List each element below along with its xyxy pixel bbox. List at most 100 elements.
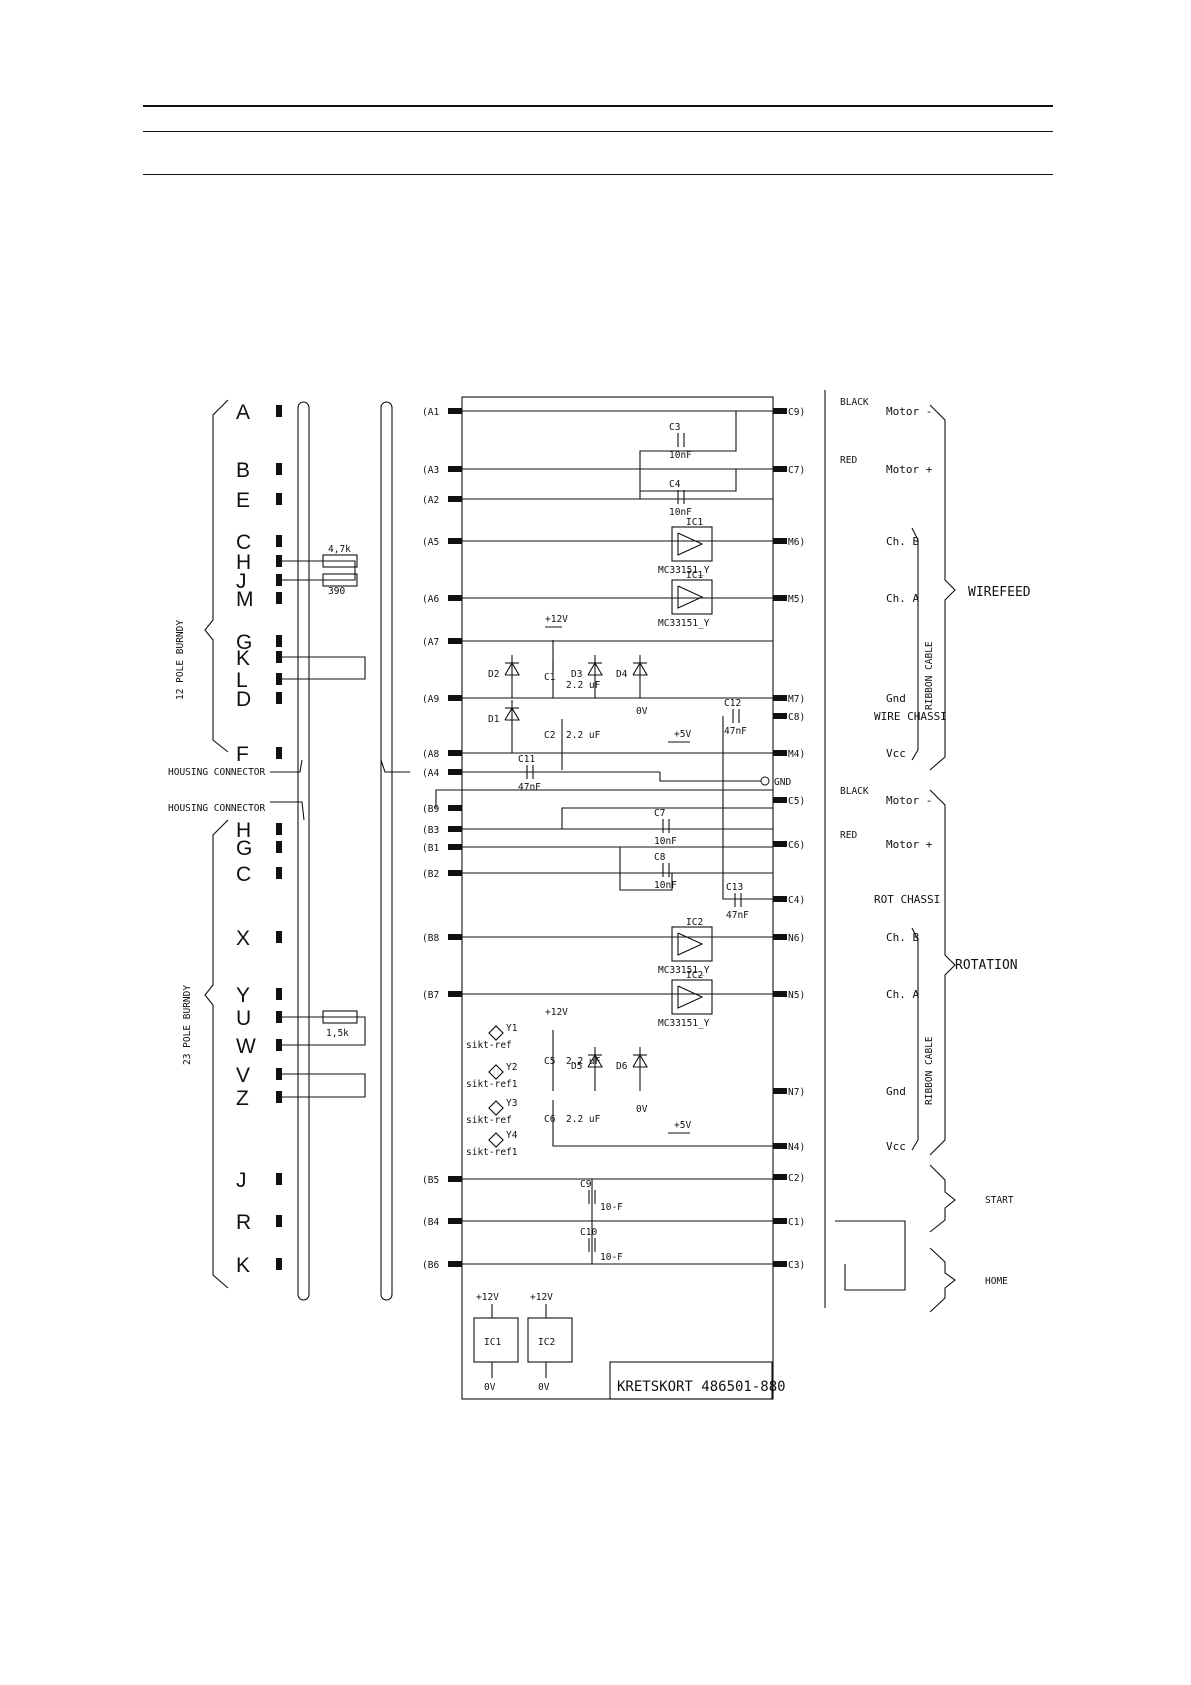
pin-label-m: M: [236, 588, 254, 611]
resistor-r2-value: 390: [328, 586, 345, 597]
signal-label: Motor -: [886, 405, 932, 418]
diode-d6-body: [632, 1053, 648, 1068]
connector-label: N5): [788, 990, 805, 1001]
c12-c13-link: [722, 716, 773, 900]
board-pad: [448, 695, 462, 701]
connector-label: (A6: [422, 594, 439, 605]
group-label-12pole: 12 POLE BURNDY: [175, 620, 186, 700]
ic1-b-part: MC33151_Y: [658, 618, 710, 629]
capacitor-c11-value: 47nF: [518, 782, 541, 793]
capacitor-c4-label: C4: [669, 479, 681, 490]
ic1-b-symbol: [677, 585, 704, 609]
signal-label: Motor -: [886, 794, 932, 807]
group-label-ribbon-1: RIBBON CABLE: [924, 641, 935, 710]
resistor-r1-value: 4,7k: [328, 544, 351, 555]
diode-d1-label: D1: [488, 714, 500, 725]
connector-label: C1): [788, 1217, 805, 1228]
connector-label: M7): [788, 694, 805, 705]
bracket-rotation: [929, 789, 956, 1156]
group-label-rotation: ROTATION: [955, 958, 1018, 973]
pin-label-j: J: [236, 570, 247, 593]
circuit-board-outline: [461, 396, 774, 1400]
connector-label: C9): [788, 407, 805, 418]
pin-terminal: [276, 673, 282, 685]
ic-power-block-2-zero: 0V: [538, 1382, 550, 1393]
board-pad: [773, 934, 787, 940]
signal-label: Motor +: [886, 838, 933, 851]
capacitor-c3-value: 10nF: [669, 450, 692, 461]
pin-terminal: [276, 535, 282, 547]
capacitor-c5-label: C5: [544, 1056, 555, 1067]
resistor-r3: [322, 1010, 358, 1024]
board-pad: [448, 870, 462, 876]
capacitor-c13-value: 47nF: [726, 910, 749, 921]
test-point-y3-ref: sikt-ref: [466, 1115, 512, 1126]
diode-d5-body: [587, 1053, 603, 1068]
pin-label-v: V: [236, 1064, 250, 1087]
signal-label: Ch. B: [886, 931, 919, 944]
test-point-y2-label: Y2: [506, 1062, 517, 1073]
bracket-23pole: [204, 819, 229, 1289]
pin-terminal: [276, 555, 282, 567]
board-pad: [448, 1261, 462, 1267]
pin-terminal: [276, 1039, 282, 1051]
connector-label: (A8: [422, 749, 439, 760]
signal-label: Gnd: [886, 692, 906, 705]
pin-label-k: K: [236, 1254, 250, 1277]
signal-label: Vcc: [886, 747, 906, 760]
connector-label: (B6: [422, 1260, 439, 1271]
bracket-ribbon-1: [911, 527, 919, 761]
ic2-b-symbol: [677, 985, 704, 1009]
ic-power-block-1-zero: 0V: [484, 1382, 496, 1393]
pin-terminal: [276, 1258, 282, 1270]
test-point-y3: [488, 1100, 504, 1116]
board-pad: [448, 750, 462, 756]
ic1-a-part: MC33151_Y: [658, 565, 710, 576]
pin-label-r: R: [236, 1211, 251, 1234]
signal-label: Motor +: [886, 463, 933, 476]
board-label: KRETSKORT 486501-880: [617, 1379, 786, 1395]
b3-link: [561, 807, 773, 829]
housing-connector-label: HOUSING CONNECTOR: [168, 803, 266, 814]
pin-label-h: H: [236, 551, 251, 574]
zero-v-label-2: 0V: [636, 1104, 648, 1115]
ic-power-block-1-label: IC1: [484, 1337, 501, 1348]
capacitor-c7-value: 10nF: [654, 836, 677, 847]
ic2-b-label: IC2: [686, 970, 703, 981]
board-pad: [773, 595, 787, 601]
capacitor-c2-value: 2.2 uF: [566, 730, 601, 741]
board-pad: [773, 466, 787, 472]
supply-5v-label: +5V: [674, 729, 691, 740]
signal-label: WIRE CHASSI: [874, 710, 947, 723]
ic1-b-box: [671, 579, 713, 615]
ic1-b-label: IC1: [686, 570, 703, 581]
connector-label: C7): [788, 465, 805, 476]
pin-terminal: [276, 1011, 282, 1023]
ic1-a-box: [671, 526, 713, 562]
board-pad: [773, 1088, 787, 1094]
group-label-home: HOME: [985, 1276, 1008, 1287]
pin-label-k: K: [236, 647, 250, 670]
housing-lead-1: [270, 759, 303, 773]
pin-label-e: E: [236, 489, 250, 512]
board-pad: [773, 1218, 787, 1224]
ic2-a-part: MC33151_Y: [658, 965, 710, 976]
pin-terminal: [276, 867, 282, 879]
diode-d6-label: D6: [616, 1061, 628, 1072]
board-pad: [773, 408, 787, 414]
pin-label-c: C: [236, 531, 251, 554]
ic2-b-part: MC33151_Y: [658, 1018, 710, 1029]
pin-terminal: [276, 1068, 282, 1080]
connector-label: (B4: [422, 1217, 439, 1228]
housing-connector-pin: (A4: [422, 768, 439, 779]
pin-label-l: L: [236, 669, 248, 692]
header-rule-bottom: [143, 174, 1053, 175]
gnd-trace: [659, 772, 761, 782]
test-point-y4-label: Y4: [506, 1130, 518, 1141]
pin-label-a: A: [236, 401, 250, 424]
board-pad: [773, 797, 787, 803]
capacitor-c12-label: C12: [724, 698, 741, 709]
board-pad: [773, 538, 787, 544]
connector-label: (A5: [422, 537, 439, 548]
